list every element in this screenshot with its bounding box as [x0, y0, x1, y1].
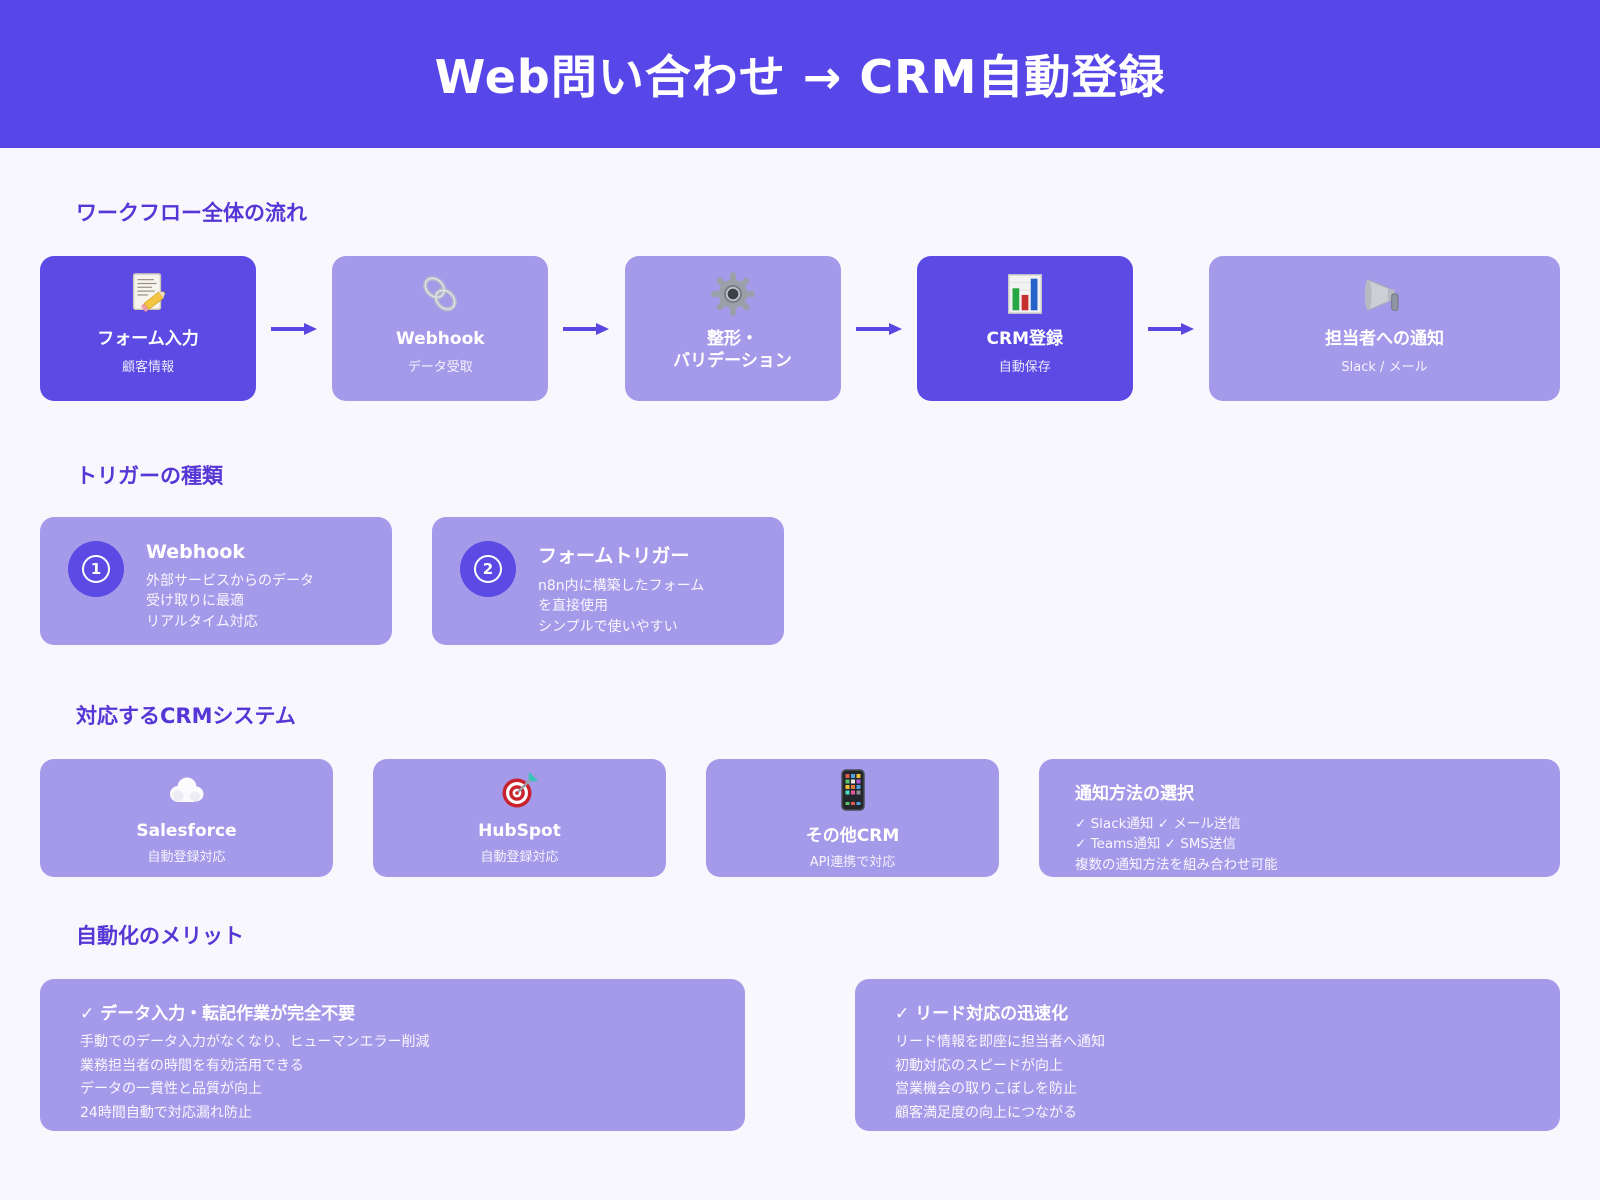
benefit-title: ✓ リード対応の迅速化 — [895, 1004, 1069, 1024]
flow-arrow-icon — [841, 256, 917, 401]
flow-node-title: CRM登録 — [986, 329, 1063, 349]
flow-node-title: フォーム入力 — [97, 329, 199, 349]
crm-subtitle: API連携で対応 — [809, 855, 896, 870]
flow-node-subtitle: データ受取 — [407, 360, 473, 376]
memo-pencil-icon — [125, 266, 171, 322]
smartphone-icon — [839, 767, 867, 813]
notification-options: ✓ Slack通知 ✓ メール送信 ✓ Teams通知 ✓ SMS送信 複数の通… — [1075, 816, 1278, 873]
crm-card-other-crm: その他CRM API連携で対応 — [706, 759, 999, 877]
crm-row: Salesforce 自動登録対応 HubSpot 自動登録 — [40, 759, 1560, 877]
dart-target-icon — [500, 767, 540, 813]
crm-card-salesforce: Salesforce 自動登録対応 — [40, 759, 333, 877]
flow-arrow-icon — [548, 256, 624, 401]
page-title: Web問い合わせ → CRM自動登録 — [434, 50, 1166, 104]
badge-number: 1 — [82, 555, 110, 583]
flow-node-subtitle: 顧客情報 — [121, 360, 174, 376]
benefits-section-heading: 自動化のメリット — [76, 924, 244, 948]
flow-node-notify-staff: 担当者への通知 Slack / メール — [1209, 256, 1560, 401]
workflow-section-heading: ワークフロー全体の流れ — [76, 201, 307, 225]
flow-node-validation: 整形・ バリデーション — [624, 256, 841, 401]
benefit-card-no-data-entry: ✓ データ入力・転記作業が完全不要 手動でのデータ入力がなくなり、ヒューマンエラ… — [40, 979, 745, 1131]
triggers-section-heading: トリガーの種類 — [76, 464, 223, 488]
number-1-badge-icon: 1 — [68, 541, 124, 597]
benefit-title: ✓ データ入力・転記作業が完全不要 — [80, 1004, 356, 1024]
cloud-icon — [166, 767, 208, 813]
trigger-description: 外部サービスからのデータ 受け取りに最適 リアルタイム対応 — [146, 573, 314, 630]
workflow-flow-row: フォーム入力 顧客情報 — [40, 256, 1560, 401]
crm-section-heading: 対応するCRMシステム — [76, 704, 296, 728]
flow-node-subtitle: 自動保存 — [998, 360, 1051, 376]
benefit-card-fast-lead-response: ✓ リード対応の迅速化 リード情報を即座に担当者へ通知 初動対応のスピードが向上… — [855, 979, 1560, 1131]
flow-node-title: Webhook — [395, 329, 485, 349]
flow-arrow-icon — [1133, 256, 1209, 401]
number-2-badge-icon: 2 — [460, 541, 516, 597]
chain-link-icon — [417, 266, 463, 322]
crm-subtitle: 自動登録対応 — [147, 850, 226, 865]
trigger-card-webhook: 1 Webhook 外部サービスからのデータ 受け取りに最適 リアルタイム対応 — [40, 517, 392, 645]
trigger-title: Webhook — [146, 541, 246, 563]
crm-title: その他CRM — [805, 826, 900, 846]
notification-methods-card: 通知方法の選択 ✓ Slack通知 ✓ メール送信 ✓ Teams通知 ✓ SM… — [1039, 759, 1560, 877]
flow-node-subtitle: Slack / メール — [1341, 360, 1428, 376]
benefit-row: ✓ データ入力・転記作業が完全不要 手動でのデータ入力がなくなり、ヒューマンエラ… — [40, 979, 1560, 1131]
flow-node-title: 整形・ バリデーション — [673, 329, 792, 372]
gear-icon — [710, 266, 756, 322]
trigger-card-form-trigger: 2 フォームトリガー n8n内に構築したフォーム を直接使用 シンプルで使いやす… — [432, 517, 784, 645]
trigger-title: フォームトリガー — [538, 545, 690, 567]
crm-subtitle: 自動登録対応 — [480, 850, 559, 865]
megaphone-icon — [1362, 266, 1408, 322]
trigger-row: 1 Webhook 外部サービスからのデータ 受け取りに最適 リアルタイム対応 … — [40, 517, 1560, 645]
bar-chart-icon — [1002, 266, 1048, 322]
badge-number: 2 — [474, 555, 502, 583]
flow-node-crm-register: CRM登録 自動保存 — [916, 256, 1133, 401]
notification-title: 通知方法の選択 — [1075, 784, 1194, 804]
flow-arrow-icon — [256, 256, 332, 401]
trigger-description: n8n内に構築したフォーム を直接使用 シンプルで使いやすい — [538, 578, 705, 635]
crm-card-hubspot: HubSpot 自動登録対応 — [373, 759, 666, 877]
flow-node-title: 担当者への通知 — [1325, 329, 1444, 349]
crm-title: HubSpot — [478, 821, 561, 841]
header-banner: Web問い合わせ → CRM自動登録 — [0, 0, 1600, 148]
crm-title: Salesforce — [136, 821, 237, 841]
benefit-lines: 手動でのデータ入力がなくなり、ヒューマンエラー削減 業務担当者の時間を有効活用で… — [80, 1034, 430, 1121]
benefit-lines: リード情報を即座に担当者へ通知 初動対応のスピードが向上 営業機会の取りこぼしを… — [895, 1034, 1105, 1121]
flow-node-form-input: フォーム入力 顧客情報 — [40, 256, 256, 401]
flow-node-webhook: Webhook データ受取 — [332, 256, 549, 401]
